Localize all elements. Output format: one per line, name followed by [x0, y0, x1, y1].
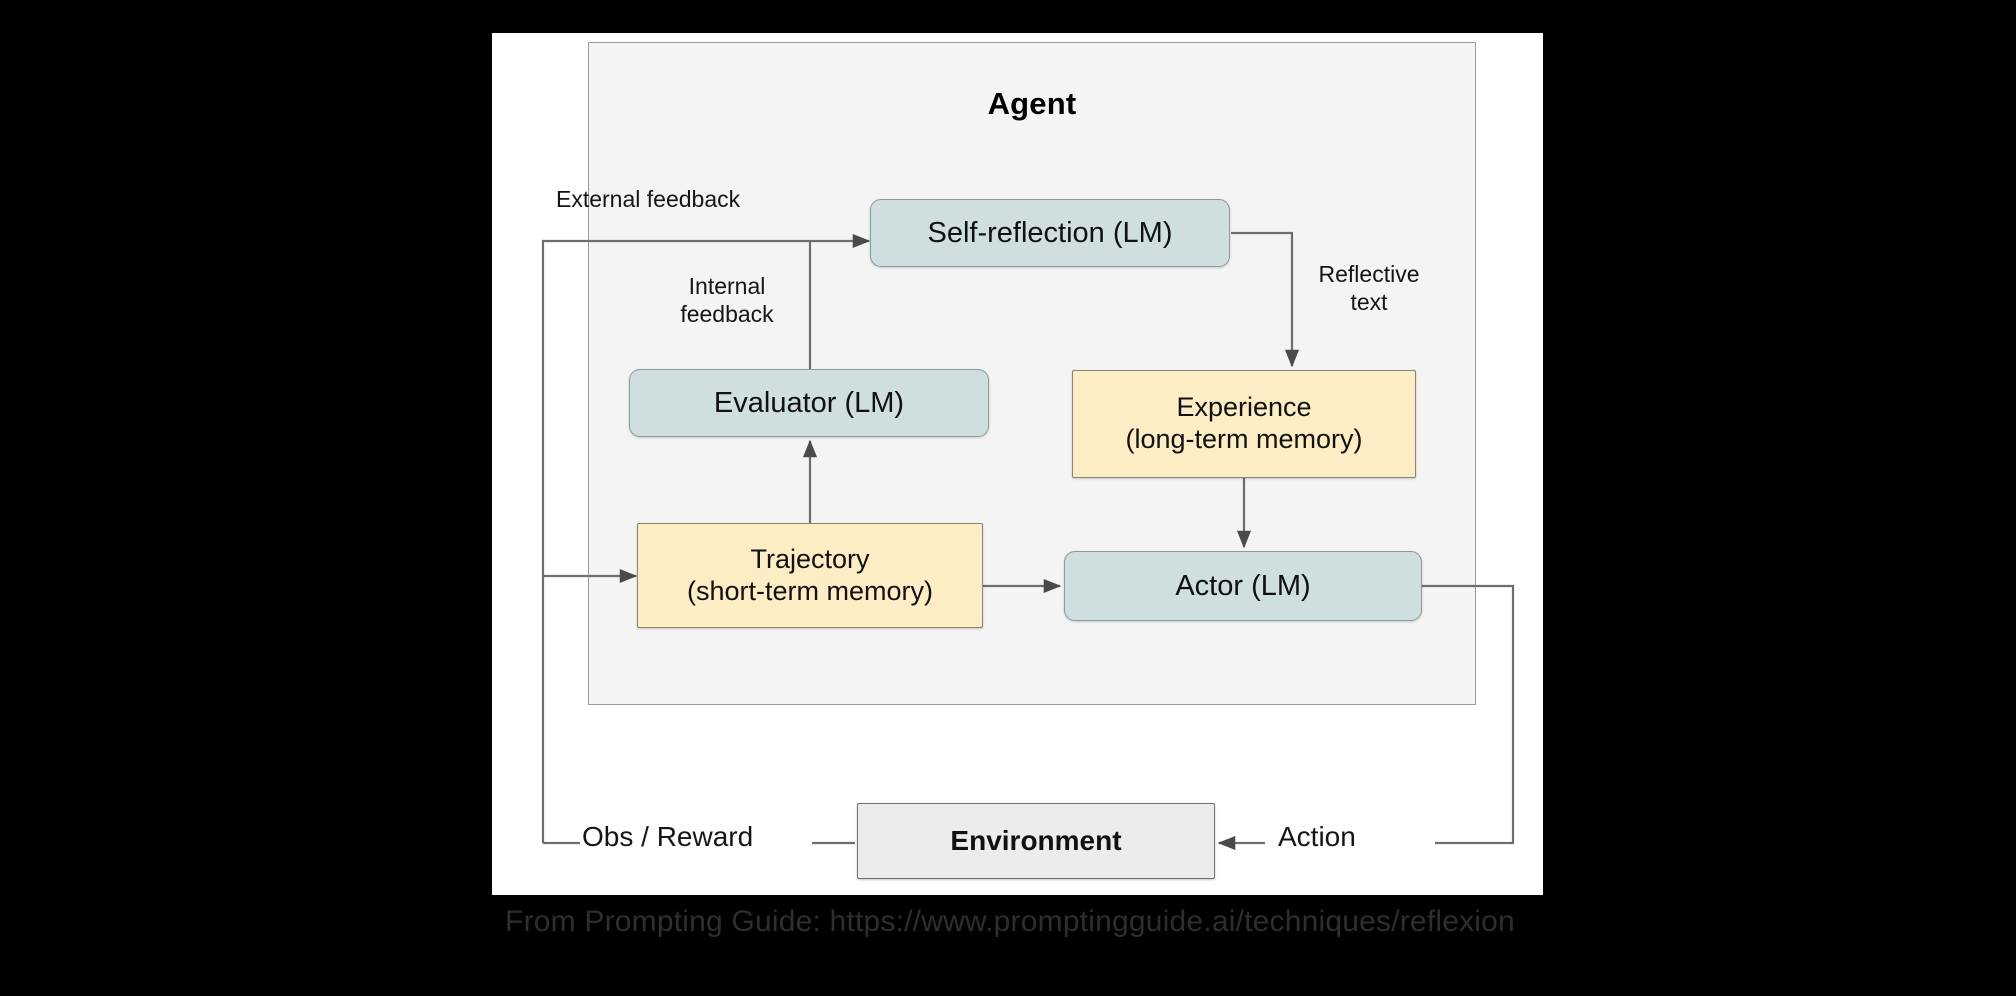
- node-self-reflection[interactable]: Self-reflection (LM): [870, 199, 1230, 267]
- node-self-reflection-label: Self-reflection (LM): [927, 216, 1173, 249]
- edge-label-internal-feedback: Internal feedback: [680, 273, 774, 328]
- node-evaluator[interactable]: Evaluator (LM): [629, 369, 989, 437]
- node-trajectory-subtitle: (short-term memory): [686, 575, 933, 606]
- edge-label-obs-reward: Obs / Reward: [582, 821, 754, 852]
- node-evaluator-label: Evaluator (LM): [713, 386, 905, 419]
- agent-title: Agent: [987, 86, 1077, 121]
- node-trajectory[interactable]: Trajectory (short-term memory): [637, 523, 983, 628]
- edge-label-reflective-text: Reflective text: [1318, 261, 1420, 316]
- node-actor[interactable]: Actor (LM): [1064, 551, 1422, 621]
- source-caption: From Prompting Guide: https://www.prompt…: [505, 905, 1515, 938]
- node-environment-label: Environment: [950, 825, 1122, 857]
- node-environment[interactable]: Environment: [857, 803, 1215, 879]
- edge-label-action: Action: [1278, 821, 1356, 852]
- edge-label-external-feedback: External feedback: [556, 186, 741, 212]
- node-experience-title: Experience: [1176, 392, 1312, 423]
- node-trajectory-title: Trajectory: [750, 543, 870, 574]
- node-experience-subtitle: (long-term memory): [1125, 424, 1363, 454]
- node-experience[interactable]: Experience (long-term memory): [1072, 370, 1416, 478]
- node-actor-label: Actor (LM): [1175, 569, 1311, 602]
